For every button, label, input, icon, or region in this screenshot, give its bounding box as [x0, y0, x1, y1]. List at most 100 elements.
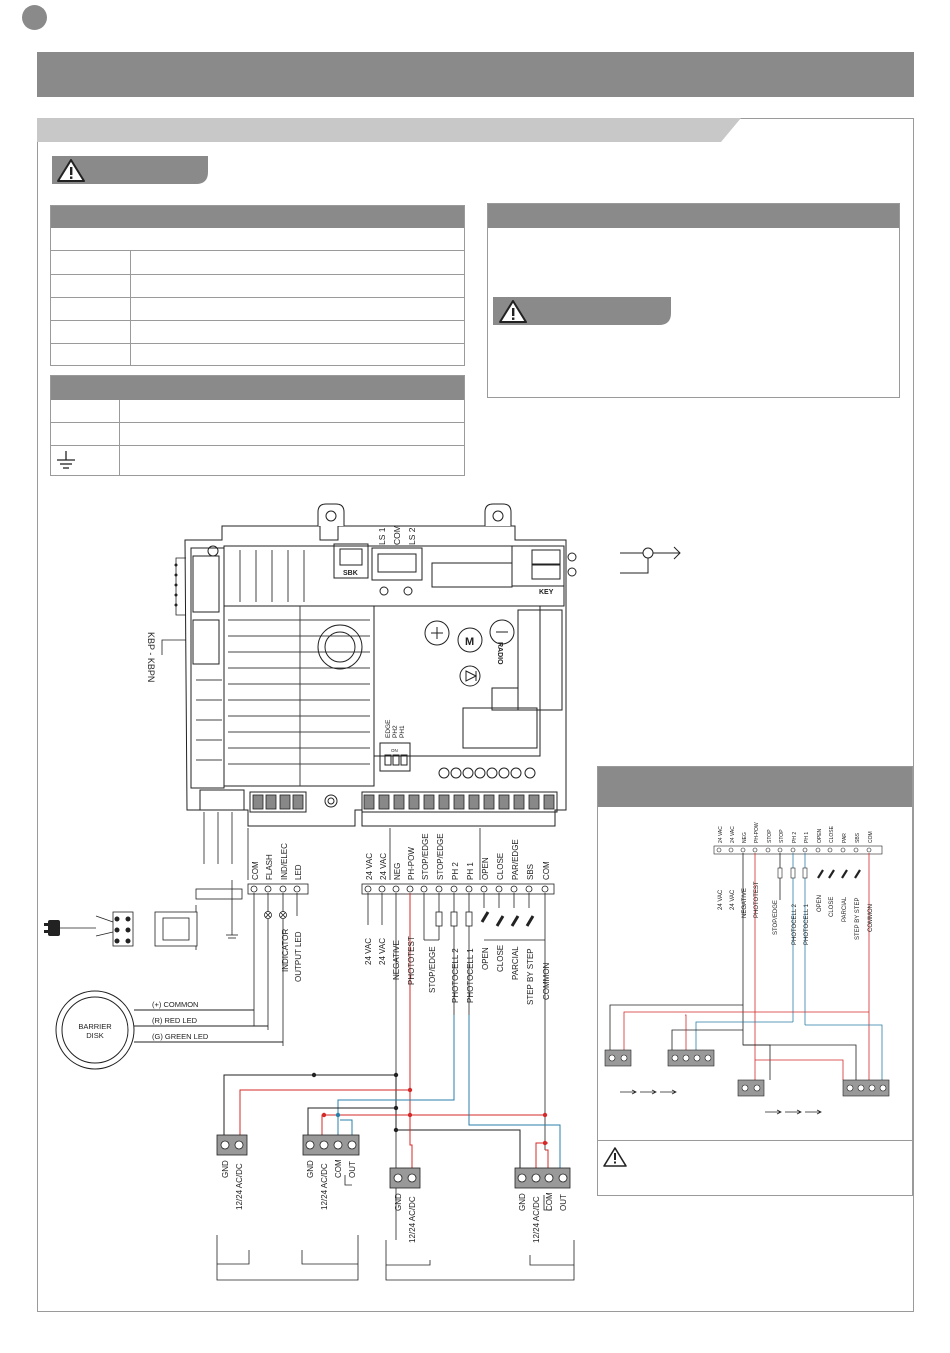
inset-panel [597, 766, 913, 1196]
page-header-bar [37, 52, 914, 97]
barrier-wire-common: (+) COMMON [152, 1000, 198, 1009]
dev4-com: COM [545, 1192, 554, 1211]
in-t-7: PH 1 [804, 832, 810, 843]
radio-label: RADIO [496, 642, 503, 665]
lt-com: COM [251, 861, 260, 880]
dev4-out: OUT [559, 1194, 568, 1211]
dip-ph2-label: PH2 [392, 725, 399, 738]
rs-negative: NEGATIVE [392, 940, 401, 980]
in-t-3: PH-POW [754, 822, 760, 843]
sig-indicator: INDICATOR [281, 929, 290, 972]
page-number-badge [22, 5, 47, 30]
lt-led: LED [294, 864, 303, 880]
ground-table-header [51, 376, 464, 400]
in-s-4: STOP/EDGE [773, 900, 779, 935]
in-s-5: PHOTOCELL 2 [792, 903, 798, 945]
rt-stop-edge-2: STOP/EDGE [436, 833, 445, 880]
ground-icon [57, 451, 75, 469]
notice-panel-header [488, 204, 899, 228]
dev2-gnd: GND [306, 1160, 315, 1178]
rt-24vac-2: 24 VAC [379, 853, 388, 880]
ls2-label: LS 2 [407, 527, 417, 545]
rs-stop-edge: STOP/EDGE [428, 946, 437, 993]
dev1-gnd: GND [221, 1160, 230, 1178]
kbp-label: KBP - KBPN [146, 632, 156, 682]
specs-table-header [51, 206, 464, 228]
in-s-7: OPEN [817, 895, 823, 912]
in-t-1: 24 VAC [730, 826, 736, 843]
in-s-3: PHOTOTEST [754, 881, 760, 918]
in-s-2: NEGATIVE [742, 888, 748, 918]
rs-24vac-1: 24 VAC [364, 938, 373, 965]
in-s-1: 24 VAC [730, 889, 736, 910]
in-s-0: 24 VAC [718, 889, 724, 910]
lt-ind-elec: IND/ELEC [280, 843, 289, 880]
barrier-wire-green: (G) GREEN LED [152, 1032, 209, 1041]
barrier-disk-line2: DISK [86, 1031, 104, 1040]
dev4-gnd: GND [518, 1193, 527, 1211]
warning-tag [52, 156, 208, 184]
in-t-5: STOP [779, 829, 785, 843]
rt-sbs: SBS [526, 864, 535, 880]
rs-photocell-2: PHOTOCELL 2 [451, 948, 460, 1003]
dev2-supply: 12/24 AC/DC [320, 1163, 329, 1210]
rs-common: COMMON [542, 962, 551, 1000]
barrier-disk-line1: BARRIER [78, 1022, 112, 1031]
in-t-11: SBS [855, 832, 861, 843]
dev1-supply: 12/24 AC/DC [235, 1163, 244, 1210]
rt-neg: NEG [393, 863, 402, 880]
in-t-9: CLOSE [829, 825, 835, 843]
dip-edge-label: EDGE [385, 719, 392, 738]
in-t-10: PAR [842, 833, 848, 843]
specs-table [50, 205, 465, 366]
in-t-0: 24 VAC [718, 826, 724, 843]
in-t-4: STOP [767, 829, 773, 843]
rt-open: OPEN [481, 857, 490, 880]
dev3-gnd: GND [394, 1193, 403, 1211]
rt-ph1: PH 1 [466, 862, 475, 880]
dip-on-label: ON [391, 748, 398, 753]
lt-flash: FLASH [265, 854, 274, 880]
notice-panel [487, 203, 900, 398]
power-plug-icon [44, 920, 60, 936]
in-t-6: PH 2 [792, 832, 798, 843]
rs-24vac-2: 24 VAC [378, 938, 387, 965]
rt-24vac-1: 24 VAC [365, 853, 374, 880]
rs-parcial: PARCIAL [511, 946, 520, 980]
rs-open: OPEN [481, 947, 490, 970]
sig-output-led: OUTPUT LED [294, 931, 303, 982]
in-s-9: PARCIAL [842, 896, 848, 922]
rt-ph-pow: PH-POW [407, 847, 416, 880]
barrier-disk [55, 990, 283, 1070]
inset-panel-header [598, 767, 912, 807]
in-t-2: NEG [742, 832, 748, 843]
com-label: COM [392, 525, 402, 545]
sbk-label: SBK [343, 570, 358, 577]
ls1-label: LS 1 [377, 527, 387, 545]
rs-step-by-step: STEP BY STEP [526, 948, 535, 1005]
in-s-10: STEP BY STEP [855, 898, 861, 940]
rt-stop-edge-1: STOP/EDGE [421, 833, 430, 880]
in-s-6: PHOTOCELL 1 [804, 903, 810, 945]
key-label: KEY [539, 589, 554, 596]
in-s-8: CLOSE [829, 897, 835, 917]
warning-icon [499, 300, 527, 323]
dev2-com: COM [334, 1159, 343, 1178]
motor-label: M [465, 636, 474, 648]
rt-ph2: PH 2 [451, 862, 460, 880]
dev4-supply: 12/24 AC/DC [532, 1196, 541, 1243]
barrier-wire-red: (R) RED LED [152, 1016, 198, 1025]
rt-par-edge: PAR/EDGE [511, 839, 520, 880]
warning-tag-2 [493, 297, 671, 325]
warning-icon [57, 159, 85, 182]
ground-table [50, 375, 465, 476]
dev2-out: OUT [348, 1161, 357, 1178]
in-t-12: COM [868, 831, 874, 843]
rt-close: CLOSE [496, 853, 505, 880]
rs-phototest: PHOTOTEST [407, 936, 416, 985]
rs-photocell-1: PHOTOCELL 1 [466, 948, 475, 1003]
in-t-8: OPEN [817, 828, 823, 843]
rt-com: COM [542, 861, 551, 880]
